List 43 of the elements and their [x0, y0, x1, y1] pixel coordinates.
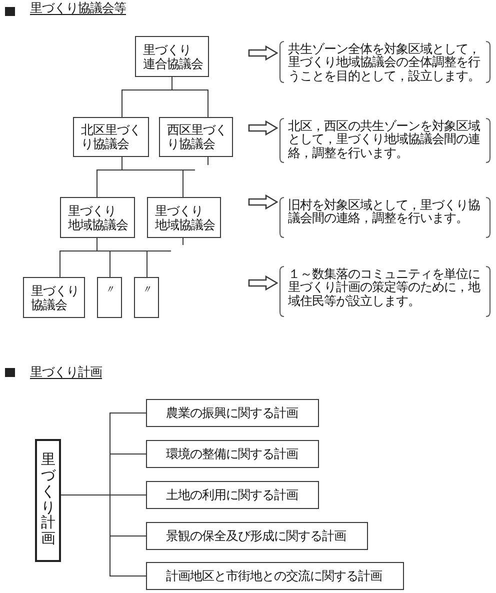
organization-box [60, 197, 135, 238]
block-arrow [248, 120, 278, 136]
plan-item-text: 計画地区と市街地との交流に関する計画 [166, 569, 382, 583]
description-text: 旧村を対象区域として，里づくり協議会間の連絡，調整を行います。 [288, 199, 481, 226]
ditto-mark: 〃 [141, 284, 152, 297]
plan-title-box [35, 439, 61, 562]
bracket-frame [277, 197, 493, 238]
description-text: 共生ゾーン全体を対象区域として，里づくり地域協議会の全体調整を行うことを目的として，設立します。 [288, 43, 481, 83]
organization-name: 西区里づくり協議会 [167, 123, 227, 151]
plan-title-text: 里づくり計画 [40, 452, 56, 548]
plan-item-box [146, 522, 368, 550]
block-arrow [248, 275, 278, 291]
organization-box [159, 117, 233, 157]
organization-box [97, 277, 122, 318]
description-text: １～数集落のコミュニティを単位に里づくり計画の策定等のために，地域住民等が設立します。 [288, 268, 482, 308]
block-arrow [248, 194, 278, 210]
organization-name: 里づくり協議会 [31, 284, 79, 312]
plan-item-box [146, 399, 319, 427]
description-text: 北区，西区の共生ゾーンを対象区域として，里づくり地域協議会間の連絡，調整を行います。 [288, 120, 481, 160]
organization-box [23, 277, 85, 318]
organization-box [147, 197, 221, 238]
organization-name: 里づくり地域協議会 [68, 204, 128, 232]
block-arrow [248, 45, 278, 61]
organization-name: 北区里づくり協議会 [81, 123, 141, 151]
plan-item-box [146, 481, 319, 509]
plan-item-box [146, 440, 319, 468]
bracket-frame [277, 266, 493, 317]
plan-item-text: 環境の整備に関する計画 [166, 447, 298, 461]
connector-line [182, 238, 184, 246]
plan-item-text: 農業の振興に関する計画 [166, 406, 298, 420]
section-heading: 里づくり計画 [30, 365, 102, 380]
plan-item-box [146, 562, 404, 590]
organization-box [73, 117, 149, 157]
organization-name: 里づくり地域協議会 [155, 204, 215, 232]
organization-box [135, 36, 209, 77]
section-heading: 里づくり協議会等 [30, 1, 126, 16]
organization-box [134, 277, 159, 318]
plan-item-text: 景観の保全及び形成に関する計画 [166, 529, 346, 543]
bracket-frame [277, 118, 493, 163]
ditto-mark: 〃 [104, 284, 115, 297]
connector-line [60, 494, 146, 576]
plan-item-text: 土地の利用に関する計画 [166, 488, 298, 502]
organization-name: 里づくり連合協議会 [143, 42, 203, 70]
